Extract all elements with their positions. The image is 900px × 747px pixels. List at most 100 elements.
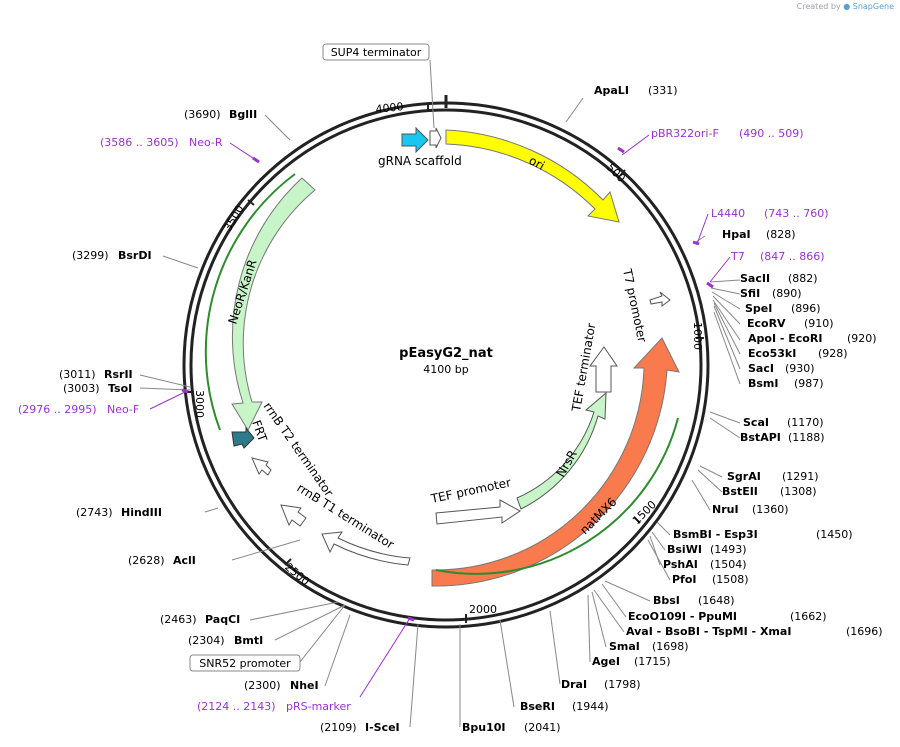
enzyme-labels-right: ApaLI (331) HpaI (828) SacII (882) SfiI … — [462, 84, 883, 734]
enzyme-name[interactable]: PaqCI — [205, 613, 240, 626]
primer-marks — [181, 146, 714, 622]
enzyme-name[interactable]: ApoI - EcoRI — [748, 332, 822, 345]
t7-promoter-label: T7 promoter — [620, 267, 649, 344]
feature-frt[interactable]: FRT — [231, 418, 270, 449]
enzyme-name[interactable]: BstAPI — [740, 431, 781, 444]
t7-promoter-arrow[interactable] — [649, 291, 671, 307]
enzyme-name[interactable]: TsoI — [108, 382, 132, 395]
primer-name[interactable]: T7 — [730, 250, 745, 263]
primer-name[interactable]: Neo-R — [189, 136, 223, 149]
enzyme-name[interactable]: NruI — [712, 503, 739, 516]
enzyme-name[interactable]: ApaLI — [594, 84, 629, 97]
primer-name[interactable]: pRS-marker — [286, 700, 351, 713]
enzyme-name[interactable]: EcoRV — [747, 317, 786, 330]
enzyme-pos: (882) — [788, 272, 818, 285]
snapgene-logo-icon: ● — [843, 2, 851, 11]
tick-label-2000: 2000 — [469, 603, 497, 616]
ori-arrow[interactable] — [445, 129, 620, 223]
enzyme-pos: (3299) — [72, 249, 109, 262]
tef-promoter-arrow[interactable] — [435, 499, 521, 525]
tick-label-1000: 1000 — [691, 322, 704, 350]
rrnb-t1-arrow[interactable] — [321, 531, 411, 566]
grna-scaffold-arrow[interactable] — [401, 126, 429, 154]
feature-tef-promoter[interactable]: TEF promoter — [429, 475, 521, 525]
plasmid-name: pEasyG2_nat — [399, 346, 493, 361]
enzyme-name[interactable]: HindIII — [121, 506, 162, 519]
grna-scaffold-label: gRNA scaffold — [378, 154, 462, 168]
natMX6-orf-line — [435, 417, 679, 575]
tef-terminator-arrow[interactable] — [589, 346, 618, 393]
enzyme-name[interactable]: SmaI — [609, 640, 640, 653]
enzyme-name[interactable]: NheI — [290, 679, 319, 692]
neor-orf-line — [204, 173, 296, 431]
feature-natMX6[interactable]: natMX6 — [431, 337, 680, 587]
enzyme-pos: (890) — [772, 287, 802, 300]
enzyme-name[interactable]: SpeI — [745, 302, 772, 315]
enzyme-name[interactable]: ScaI — [743, 416, 769, 429]
feature-t7-promoter[interactable]: T7 promoter — [620, 267, 671, 344]
enzyme-name[interactable]: PshAI — [663, 558, 698, 571]
enzyme-name[interactable]: BsiWI — [667, 543, 702, 556]
enzyme-name[interactable]: SacII — [740, 272, 770, 285]
sup4-terminator-arrow[interactable] — [429, 127, 442, 149]
enzyme-pos: (1944) — [572, 700, 609, 713]
enzyme-name[interactable]: BglII — [229, 108, 257, 121]
snr52-leader — [299, 604, 346, 663]
enzyme-name[interactable]: DraI — [561, 678, 587, 691]
frt-arrow[interactable] — [231, 426, 255, 449]
enzyme-name[interactable]: AclI — [173, 554, 196, 567]
primer-labels: pBR322ori-F (490 .. 509) L4440 (743 .. 7… — [18, 127, 829, 713]
enzyme-name[interactable]: RsrII — [104, 368, 133, 381]
enzyme-name[interactable]: SgrAI — [727, 470, 761, 483]
natMX6-arrow[interactable] — [431, 337, 680, 587]
tick-1500 — [633, 516, 641, 524]
feature-tef-terminator[interactable]: TEF terminator — [569, 322, 618, 414]
enzyme-name[interactable]: BsrDI — [118, 249, 152, 262]
enzyme-pos: (987) — [794, 377, 824, 390]
enzyme-name[interactable]: Bpu10I — [462, 721, 506, 734]
enzyme-name[interactable]: EcoO109I - PpuMI — [628, 610, 737, 623]
enzyme-name[interactable]: AvaI - BsoBI - TspMI - XmaI — [626, 625, 791, 638]
rrnb-t2-small-arrow[interactable] — [251, 457, 272, 476]
enzyme-pos: (2109) — [320, 721, 357, 734]
enzyme-name[interactable]: I-SceI — [365, 721, 400, 734]
primer-range: (490 .. 509) — [739, 127, 804, 140]
enzyme-name[interactable]: HpaI — [722, 228, 751, 241]
feature-neor-kanr[interactable]: NeoR/KanR — [204, 173, 316, 432]
enzyme-pos: (2300) — [244, 679, 281, 692]
enzyme-pos: (3003) — [63, 382, 100, 395]
primer-name[interactable]: pBR322ori-F — [651, 127, 719, 140]
enzyme-pos: (2041) — [524, 721, 561, 734]
feature-ori[interactable]: ori — [445, 129, 620, 223]
enzyme-name[interactable]: BsmI — [748, 377, 779, 390]
backbone-inner — [189, 108, 703, 622]
nrsr-label: NrsR — [553, 448, 579, 480]
nrsr-arrow[interactable] — [516, 391, 607, 510]
enzyme-name[interactable]: SfiI — [740, 287, 760, 300]
enzyme-name[interactable]: BbsI — [653, 594, 680, 607]
label-snr52-promoter[interactable]: SNR52 promoter — [189, 604, 346, 672]
sup4-text: SUP4 terminator — [331, 46, 422, 59]
feature-grna-scaffold[interactable]: gRNA scaffold — [378, 126, 462, 168]
primer-name[interactable]: Neo-F — [107, 403, 139, 416]
label-sup4-terminator[interactable]: SUP4 terminator — [322, 43, 435, 129]
enzyme-name[interactable]: BmtI — [234, 634, 263, 647]
enzyme-name[interactable]: BseRI — [520, 700, 555, 713]
enzyme-name[interactable]: SacI — [748, 362, 774, 375]
enzyme-pos: (1170) — [787, 416, 824, 429]
primer-name[interactable]: L4440 — [711, 207, 745, 220]
enzyme-name[interactable]: BsmBI - Esp3I — [673, 528, 758, 541]
feature-nrsr[interactable]: NrsR — [516, 391, 607, 510]
primer-range: (743 .. 760) — [764, 207, 829, 220]
tick-3500 — [247, 199, 255, 206]
enzyme-name[interactable]: BstEII — [722, 485, 758, 498]
primer-range: (2124 .. 2143) — [197, 700, 276, 713]
tick-label-4000: 4000 — [375, 100, 404, 116]
enzyme-name[interactable]: AgeI — [592, 655, 620, 668]
enzyme-pos: (2304) — [188, 634, 225, 647]
enzyme-name[interactable]: Eco53kI — [748, 347, 796, 360]
enzyme-pos: (1360) — [752, 503, 789, 516]
enzyme-name[interactable]: PfoI — [672, 573, 697, 586]
rrnb-t2-arrow[interactable] — [280, 504, 307, 527]
feature-rrnb-t1[interactable]: rrnB T1 terminator — [294, 481, 411, 566]
